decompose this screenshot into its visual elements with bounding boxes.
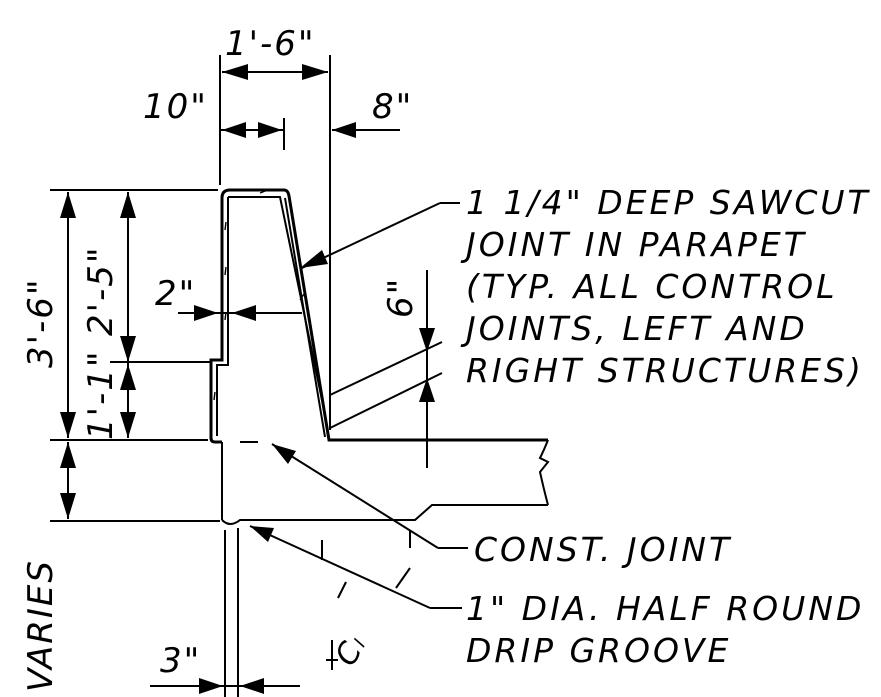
sawcut-note-line-2: JOINT IN PARAPET (460, 225, 807, 264)
parapet-outline (209, 188, 548, 444)
const-joint-note: CONST. JOINT (271, 443, 732, 569)
dim-varies: VARIES (21, 442, 76, 692)
dim-recess: 2" (155, 274, 302, 321)
dim-top-width-label: 1'-6" (225, 24, 316, 64)
dim-top-right-label: 8" (372, 87, 413, 127)
centerline-marker: Cₗ (321, 530, 411, 672)
dim-lower-height-label: 1'-1" (81, 349, 121, 440)
sawcut-note-line-4: JOINTS, LEFT AND (460, 309, 808, 348)
dim-upper-height-label: 2'-5" (81, 245, 121, 336)
dim-total-height: 3'-6" (21, 192, 76, 438)
dim-varies-label: VARIES (21, 559, 61, 692)
parapet-hatching (213, 189, 317, 401)
sawcut-note-line-5: RIGHT STRUCTURES) (466, 351, 864, 390)
dim-groove-offset-label: 3" (160, 641, 201, 681)
dim-upper-lower: 2'-5" 1'-1" (81, 192, 136, 440)
drip-groove-line-1: 1" DIA. HALF ROUND (466, 589, 864, 628)
sawcut-note: 1 1/4" DEEP SAWCUT JOINT IN PARAPET (TYP… (300, 183, 871, 390)
const-joint-label: CONST. JOINT (474, 530, 732, 569)
dim-slope-rise-label: 6" (381, 277, 421, 318)
drip-groove-note: 1" DIA. HALF ROUND DRIP GROOVE (249, 525, 864, 670)
dim-top-width: 1'-6" (222, 24, 328, 80)
dim-top-left-label: 10" (143, 87, 208, 127)
sawcut-note-line-1: 1 1/4" DEEP SAWCUT (466, 183, 871, 222)
drip-groove-line-2: DRIP GROOVE (466, 631, 731, 670)
dim-recess-label: 2" (155, 274, 196, 314)
dim-total-height-label: 3'-6" (21, 277, 61, 368)
deck-slab (221, 439, 550, 525)
dim-slope-rise: 6" (381, 270, 435, 468)
sawcut-note-line-3: (TYP. ALL CONTROL (466, 267, 838, 306)
centerline-label: Cₗ (329, 629, 374, 672)
dim-groove-offset: 3" (150, 641, 300, 694)
dim-top-split: 10" 8" (143, 87, 413, 138)
extension-lines (50, 55, 443, 697)
